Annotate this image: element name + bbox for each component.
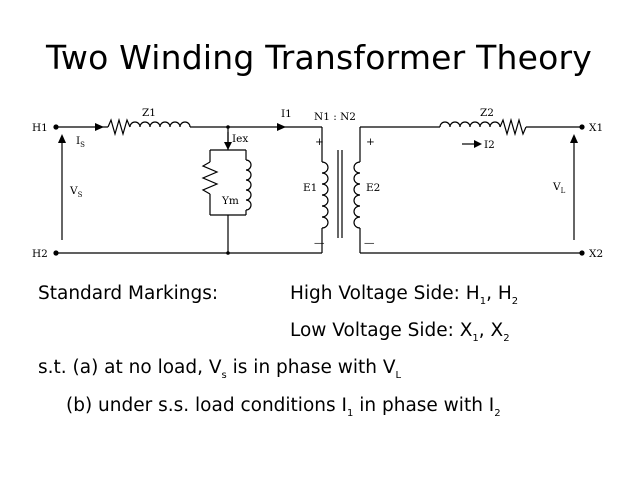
label-turns-ratio: N1 : N2: [314, 111, 356, 123]
label-vs: VS: [69, 185, 83, 199]
secondary-plus-sign: +: [366, 136, 375, 148]
label-ym: Ym: [221, 195, 239, 207]
load-condition-text: (b) under s.s. load conditions I1 in pha…: [66, 395, 501, 419]
label-vl: VL: [552, 181, 566, 195]
terminal-h2: H2: [32, 248, 48, 260]
primary-plus-sign: +: [315, 136, 324, 148]
secondary-minus-sign: —: [364, 237, 375, 249]
label-z1: Z1: [142, 107, 156, 119]
terminal-x2: X2: [589, 248, 603, 260]
terminal-x1: X1: [589, 122, 603, 134]
primary-minus-sign: —: [314, 237, 325, 249]
page-title: Two Winding Transformer Theory: [46, 38, 592, 77]
high-voltage-side-text: High Voltage Side: H1, H2: [290, 283, 519, 307]
terminal-h1: H1: [32, 122, 48, 134]
standard-markings-label: Standard Markings:: [38, 283, 219, 304]
label-iex: Iex: [232, 133, 248, 145]
label-e1: E1: [303, 182, 317, 194]
label-is: IS: [76, 135, 85, 149]
no-load-condition-text: s.t. (a) at no load, Vs is in phase with…: [38, 357, 402, 381]
low-voltage-side-text: Low Voltage Side: X1, X2: [290, 320, 510, 344]
label-z2: Z2: [480, 107, 494, 119]
label-i2: I2: [484, 139, 495, 151]
label-e2: E2: [366, 182, 380, 194]
label-i1: I1: [281, 108, 292, 120]
